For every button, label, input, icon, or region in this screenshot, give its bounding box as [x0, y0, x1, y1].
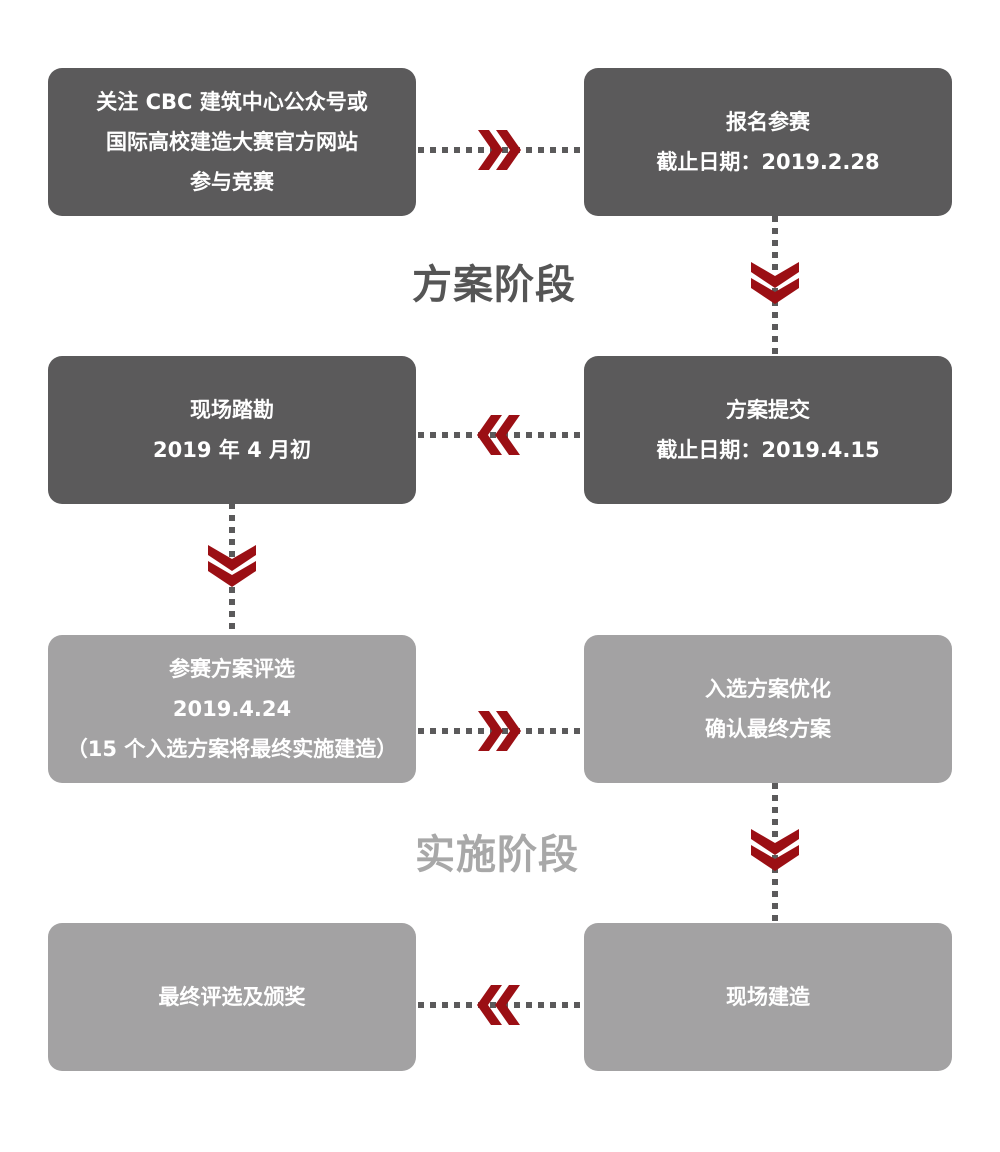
- step-follow: 关注 CBC 建筑中心公众号或 国际高校建造大赛官方网站 参与竞赛: [48, 68, 416, 216]
- step-optimize-confirm: 确认最终方案: [705, 717, 831, 741]
- step-optimize-title: 入选方案优化: [705, 677, 831, 701]
- step-build: 现场建造: [584, 923, 952, 1071]
- step-final: 最终评选及颁奖: [48, 923, 416, 1071]
- step-submit-deadline: 截止日期：2019.4.15: [656, 438, 880, 462]
- step-register-title: 报名参赛: [726, 110, 810, 134]
- step-submit-title: 方案提交: [726, 398, 810, 422]
- double-chevron-down-icon: [751, 262, 799, 304]
- stage-title-design: 方案阶段: [412, 262, 576, 308]
- step-final-title: 最终评选及颁奖: [158, 985, 306, 1009]
- step-review-title: 参赛方案评选: [169, 657, 295, 681]
- double-chevron-right-icon: [478, 130, 521, 170]
- step-review: 参赛方案评选 2019.4.24 （15 个入选方案将最终实施建造）: [48, 635, 416, 783]
- step-review-note: （15 个入选方案将最终实施建造）: [66, 737, 398, 761]
- step-site-visit-title: 现场踏勘: [190, 398, 274, 422]
- step-follow-line: 国际高校建造大赛官方网站: [106, 130, 358, 154]
- double-chevron-left-icon: [477, 415, 520, 455]
- double-chevron-down-icon: [751, 829, 799, 871]
- step-submit: 方案提交 截止日期：2019.4.15: [584, 356, 952, 504]
- step-register: 报名参赛 截止日期：2019.2.28: [584, 68, 952, 216]
- step-site-visit-date: 2019 年 4 月初: [153, 438, 311, 462]
- double-chevron-right-icon: [478, 711, 521, 751]
- step-register-deadline: 截止日期：2019.2.28: [656, 150, 880, 174]
- step-follow-line: 参与竞赛: [190, 170, 274, 194]
- step-optimize: 入选方案优化 确认最终方案: [584, 635, 952, 783]
- double-chevron-down-icon: [208, 545, 256, 587]
- double-chevron-left-icon: [477, 985, 520, 1025]
- step-review-date: 2019.4.24: [172, 697, 292, 721]
- stage-title-construction: 实施阶段: [415, 832, 579, 878]
- step-site-visit: 现场踏勘 2019 年 4 月初: [48, 356, 416, 504]
- step-follow-line: 关注 CBC 建筑中心公众号或: [96, 90, 368, 114]
- step-build-title: 现场建造: [726, 985, 810, 1009]
